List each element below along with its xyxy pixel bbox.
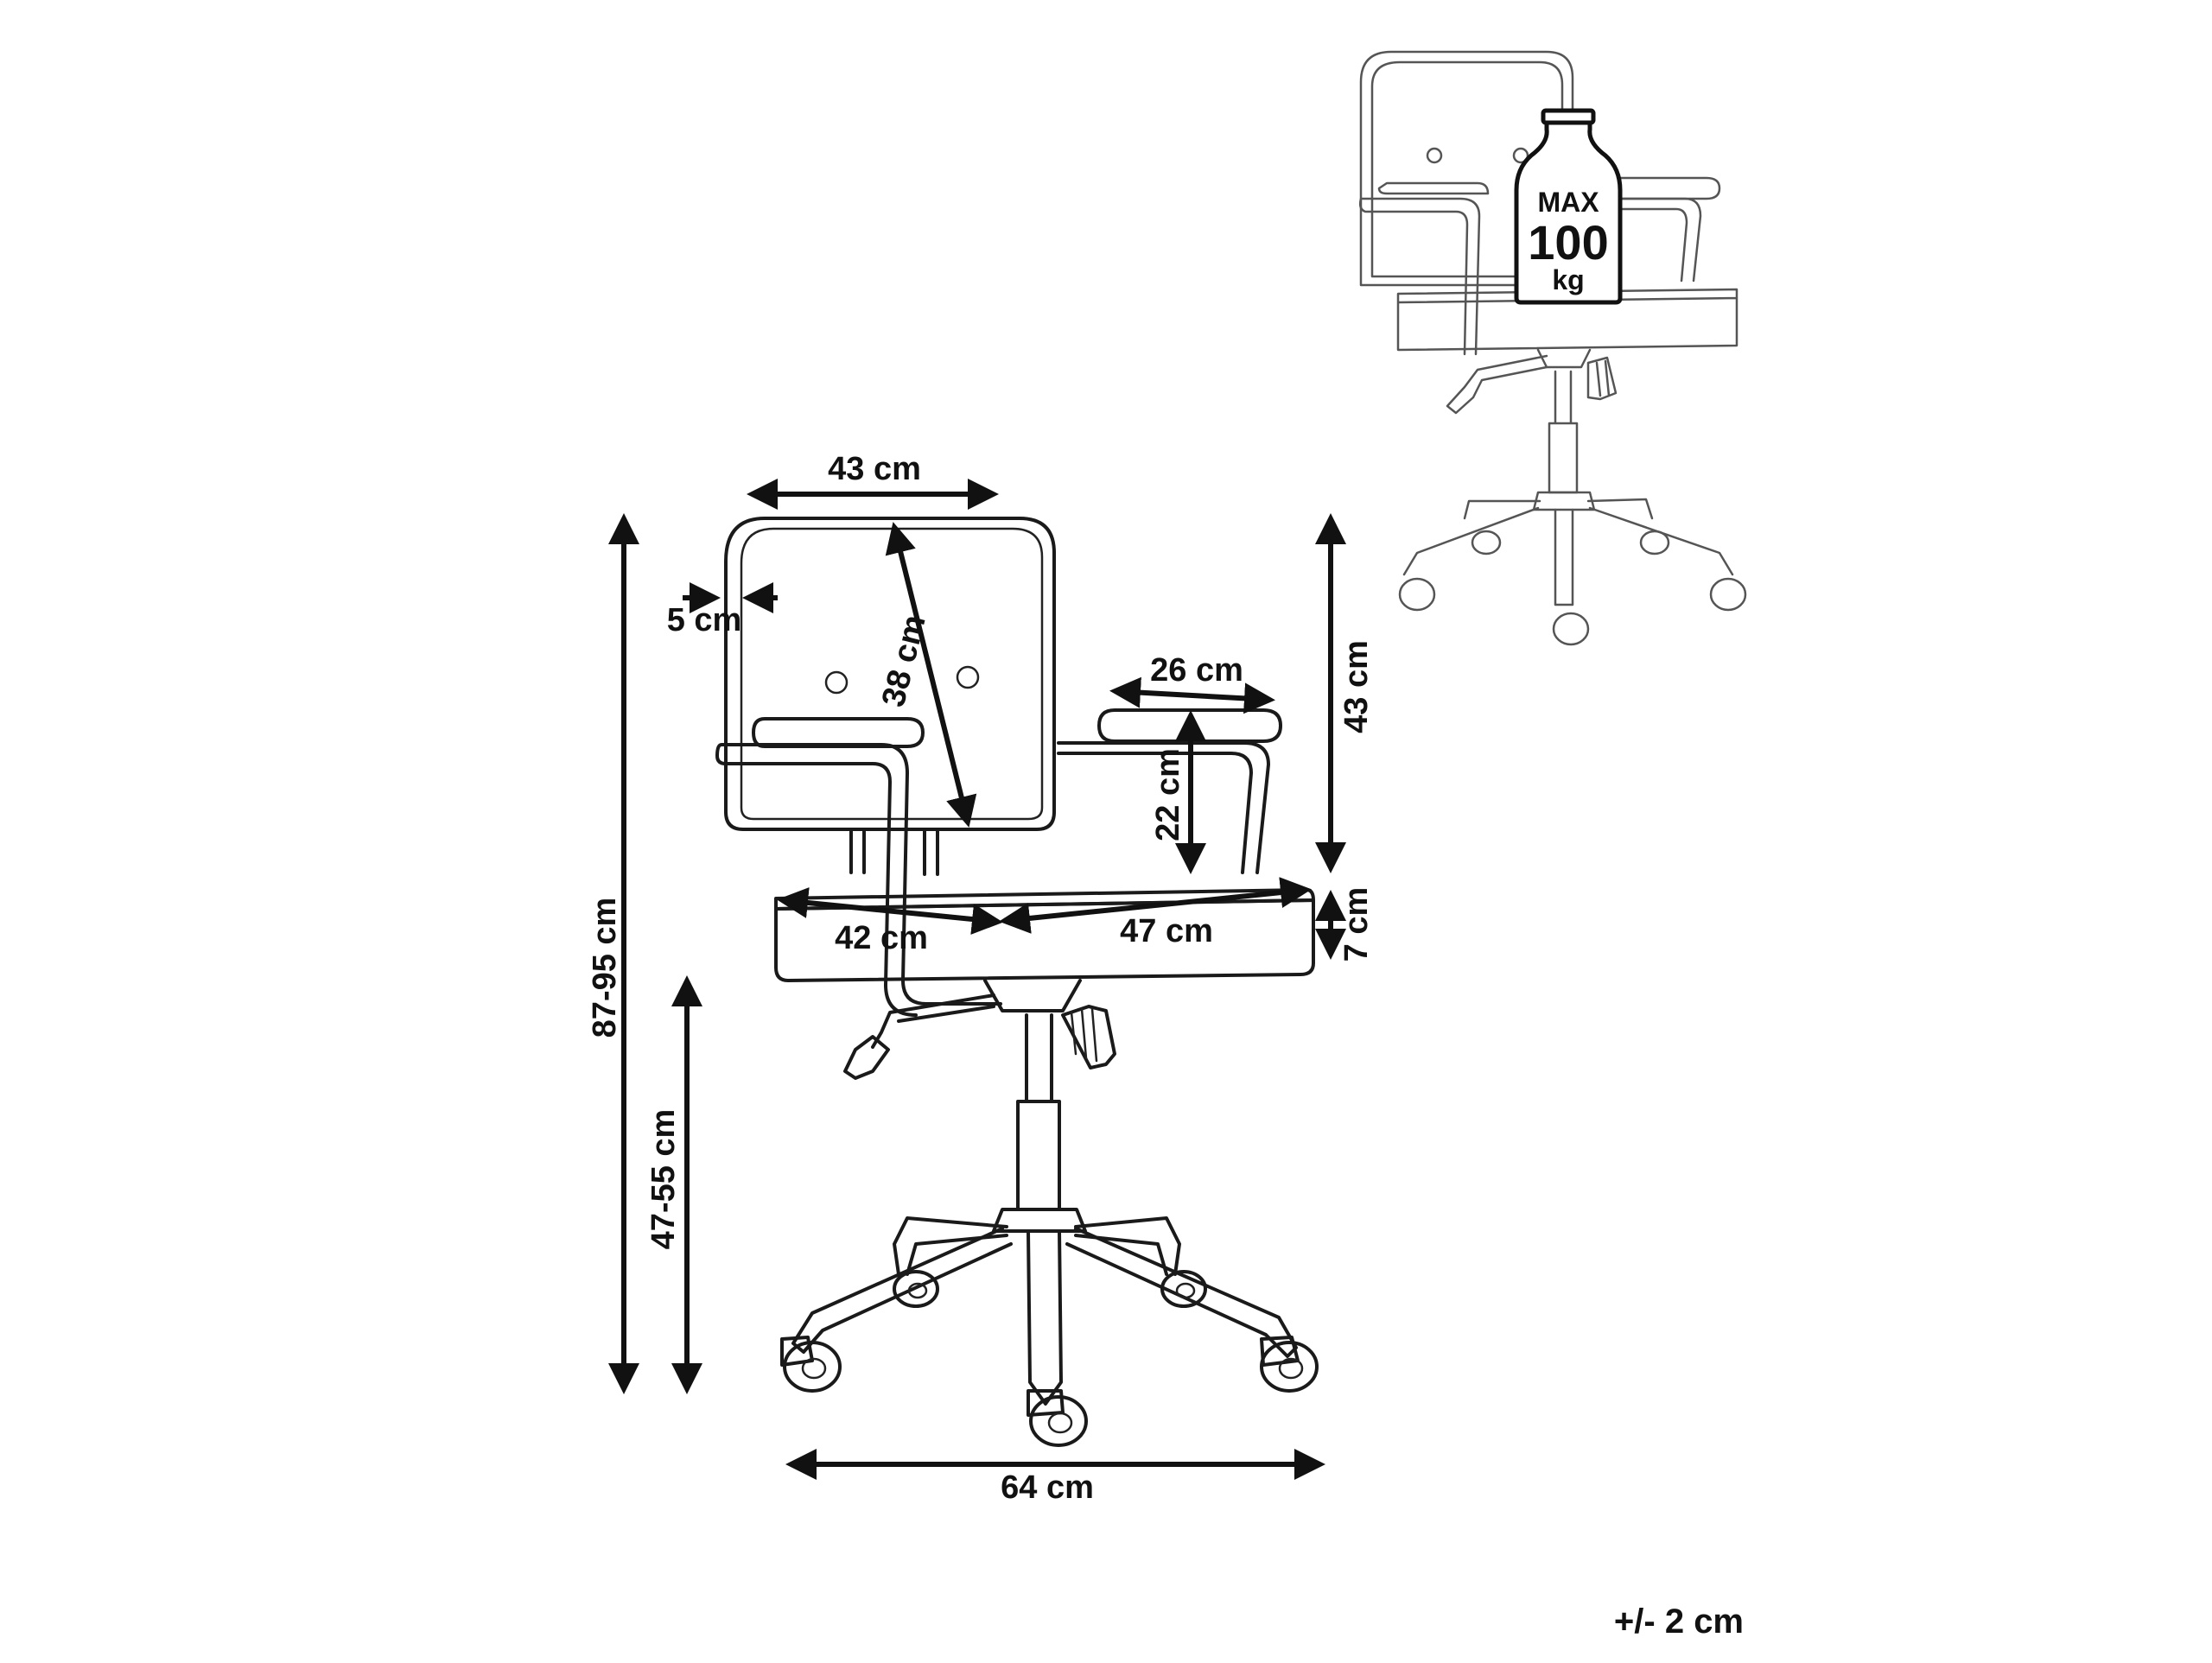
ref-button-left — [1426, 147, 1443, 164]
backrest-struts — [849, 829, 939, 876]
armrest-pad-left — [752, 717, 925, 748]
dimension-arrows — [608, 479, 1346, 1480]
ref-caster-2 — [1639, 530, 1670, 555]
caster-left — [780, 1336, 842, 1393]
weight-badge-unit: kg — [1552, 264, 1584, 295]
weight-badge-max: MAX — [1537, 187, 1599, 218]
caster-back-right — [1160, 1270, 1207, 1308]
ref-arm-left — [1358, 197, 1481, 356]
weight-badge-number: 100 — [1528, 215, 1608, 270]
label-back-above-seat: 43 cm — [1338, 640, 1375, 733]
tilt-knob — [1061, 1005, 1116, 1070]
arrow-backrest-height — [885, 522, 977, 828]
weight-badge-top — [1541, 108, 1596, 125]
ref-hub — [1532, 491, 1596, 511]
arrow-seat-width — [777, 887, 1003, 935]
tilt-knob-grip — [1070, 1007, 1098, 1063]
ref-gas-lift — [1548, 370, 1579, 494]
base-leg-right-back — [1074, 1216, 1181, 1276]
gas-lift-upper — [1025, 1013, 1053, 1103]
ref-caster-1 — [1471, 530, 1502, 555]
ref-caster-5 — [1552, 612, 1590, 646]
main-chair-drawing — [715, 517, 1319, 1447]
label-total-height: 87-95 cm — [587, 898, 623, 1038]
caster-front — [1027, 1389, 1088, 1447]
label-frame-depth: 5 cm — [667, 602, 742, 638]
ref-button-right — [1512, 147, 1529, 164]
ref-mechanism — [1536, 348, 1592, 369]
label-seat-thickness: 7 cm — [1338, 887, 1375, 962]
label-base-width: 64 cm — [1001, 1469, 1094, 1506]
label-armrest-width: 26 cm — [1150, 652, 1243, 689]
label-backrest-height: 38 cm — [875, 612, 933, 711]
tolerance-note: +/- 2 cm — [1614, 1603, 1744, 1641]
label-seat-width: 42 cm — [835, 920, 928, 956]
ref-arm-right — [1575, 197, 1702, 282]
arrow-armrest-width — [1109, 676, 1275, 714]
ref-tilt-knob — [1586, 356, 1618, 401]
label-seat-height: 47-55 cm — [645, 1109, 682, 1250]
backrest-button-left — [824, 670, 849, 695]
ref-lever — [1446, 354, 1548, 415]
label-seat-depth: 47 cm — [1120, 913, 1213, 949]
ref-caster-4 — [1709, 577, 1747, 612]
weight-badge-shape — [1514, 114, 1623, 305]
ref-caster-3 — [1398, 577, 1436, 612]
arrow-seat-depth — [999, 877, 1312, 934]
base-leg-right — [1065, 1227, 1298, 1358]
base-leg-left — [791, 1227, 1013, 1354]
label-backrest-width: 43 cm — [828, 451, 921, 487]
seat-mechanism — [983, 979, 1082, 1012]
seat-body — [774, 898, 1315, 982]
label-armrest-height: 22 cm — [1150, 748, 1186, 841]
weight-badge: MAX 100 kg — [1514, 108, 1623, 305]
base-leg-left-back — [893, 1216, 1008, 1276]
ref-armrest-pad-right — [1614, 176, 1721, 200]
caster-right — [1260, 1336, 1319, 1393]
gas-lift-lower — [1016, 1100, 1061, 1211]
arm-frame-right — [1057, 741, 1270, 874]
backrest-button-right — [956, 665, 980, 689]
caster-back-left — [893, 1270, 939, 1308]
ref-armrest-pad-left — [1377, 181, 1490, 195]
ref-base-legs — [1402, 498, 1734, 606]
base-leg-front — [1027, 1229, 1063, 1406]
lever-knob — [843, 1035, 890, 1080]
armrest-pad-right — [1097, 708, 1282, 743]
